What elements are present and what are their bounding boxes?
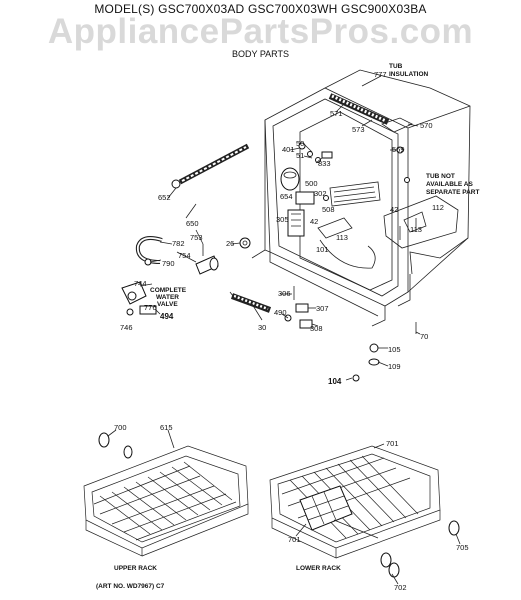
part-label: 701 xyxy=(288,535,301,544)
part-label: 109 xyxy=(388,362,401,371)
part-label: 306 xyxy=(278,289,291,298)
part-label: 26 xyxy=(226,239,234,248)
tub xyxy=(251,69,471,327)
part-label: 652 xyxy=(158,193,171,202)
part-label: 753 xyxy=(190,233,203,242)
part-label: 113 xyxy=(410,225,422,234)
part-label: 705 xyxy=(456,543,469,552)
part-label: 42 xyxy=(310,217,318,226)
water-valve-note-line1: COMPLETE xyxy=(150,287,187,294)
tub-insulation-note-line2: INSULATION xyxy=(389,71,429,78)
water-valve-note-line2: WATER xyxy=(156,294,179,301)
part-label: 113 xyxy=(336,233,348,242)
model-line: MODEL(S) GSC700X03AD GSC700X03WH GSC900X… xyxy=(94,2,427,16)
part-label: 42 xyxy=(390,205,398,214)
part-label: 569 xyxy=(392,145,405,154)
upper-rack xyxy=(83,432,249,557)
small-parts-right xyxy=(352,322,417,382)
lower-rack-caption: LOWER RACK xyxy=(296,565,341,572)
part-label: 105 xyxy=(388,345,401,354)
section-title: BODY PARTS xyxy=(231,49,290,59)
tub-not-available-line3: SEPARATE PART xyxy=(426,189,479,196)
part-label: 776 xyxy=(144,303,157,312)
part-label: 744 xyxy=(134,279,147,288)
part-label: 490 xyxy=(274,308,287,317)
part-label: 701 xyxy=(386,439,399,448)
tub-not-available-line1: TUB NOT xyxy=(426,173,455,180)
part-label: 615 xyxy=(160,423,173,432)
part-label: 302 xyxy=(314,189,327,198)
part-label: 700 xyxy=(114,423,127,432)
watermark: AppliancePartsPros.com xyxy=(47,12,474,51)
part-label: 570 xyxy=(420,121,433,130)
part-label: 654 xyxy=(280,192,293,201)
part-label: 790 xyxy=(162,259,175,268)
part-label: 782 xyxy=(172,239,185,248)
part-label: 777 xyxy=(374,70,387,79)
tub-insulation-note-line1: TUB xyxy=(389,63,403,70)
part-label: 500 xyxy=(305,179,318,188)
water-valve-note-line3: VALVE xyxy=(157,301,178,308)
part-label: 51 xyxy=(296,151,304,160)
part-label: 494 xyxy=(160,312,174,321)
part-label: 70 xyxy=(420,332,428,341)
part-label: 308 xyxy=(310,324,323,333)
part-label: 573 xyxy=(352,125,365,134)
part-label: 50 xyxy=(296,139,304,148)
part-label: 307 xyxy=(316,304,329,313)
art-number: (ART NO. WD7967) C7 xyxy=(96,583,165,590)
part-label: 104 xyxy=(328,377,342,386)
tub-not-available-line2: AVAILABLE AS xyxy=(426,181,473,188)
part-label: 702 xyxy=(394,583,407,592)
part-label: 833 xyxy=(318,159,331,168)
part-label: 571 xyxy=(330,109,343,118)
lower-rack xyxy=(269,445,460,578)
part-label: 650 xyxy=(186,219,199,228)
part-label: 305 xyxy=(276,215,289,224)
part-label: 30 xyxy=(258,323,266,332)
part-label: 101 xyxy=(316,245,329,254)
part-label: 112 xyxy=(432,203,444,212)
part-label: 754 xyxy=(178,251,191,260)
part-label: 508 xyxy=(322,205,335,214)
part-label: 746 xyxy=(120,323,133,332)
part-label: 401 xyxy=(282,145,295,154)
upper-rack-caption: UPPER RACK xyxy=(114,565,157,572)
leader-lines xyxy=(107,75,461,585)
